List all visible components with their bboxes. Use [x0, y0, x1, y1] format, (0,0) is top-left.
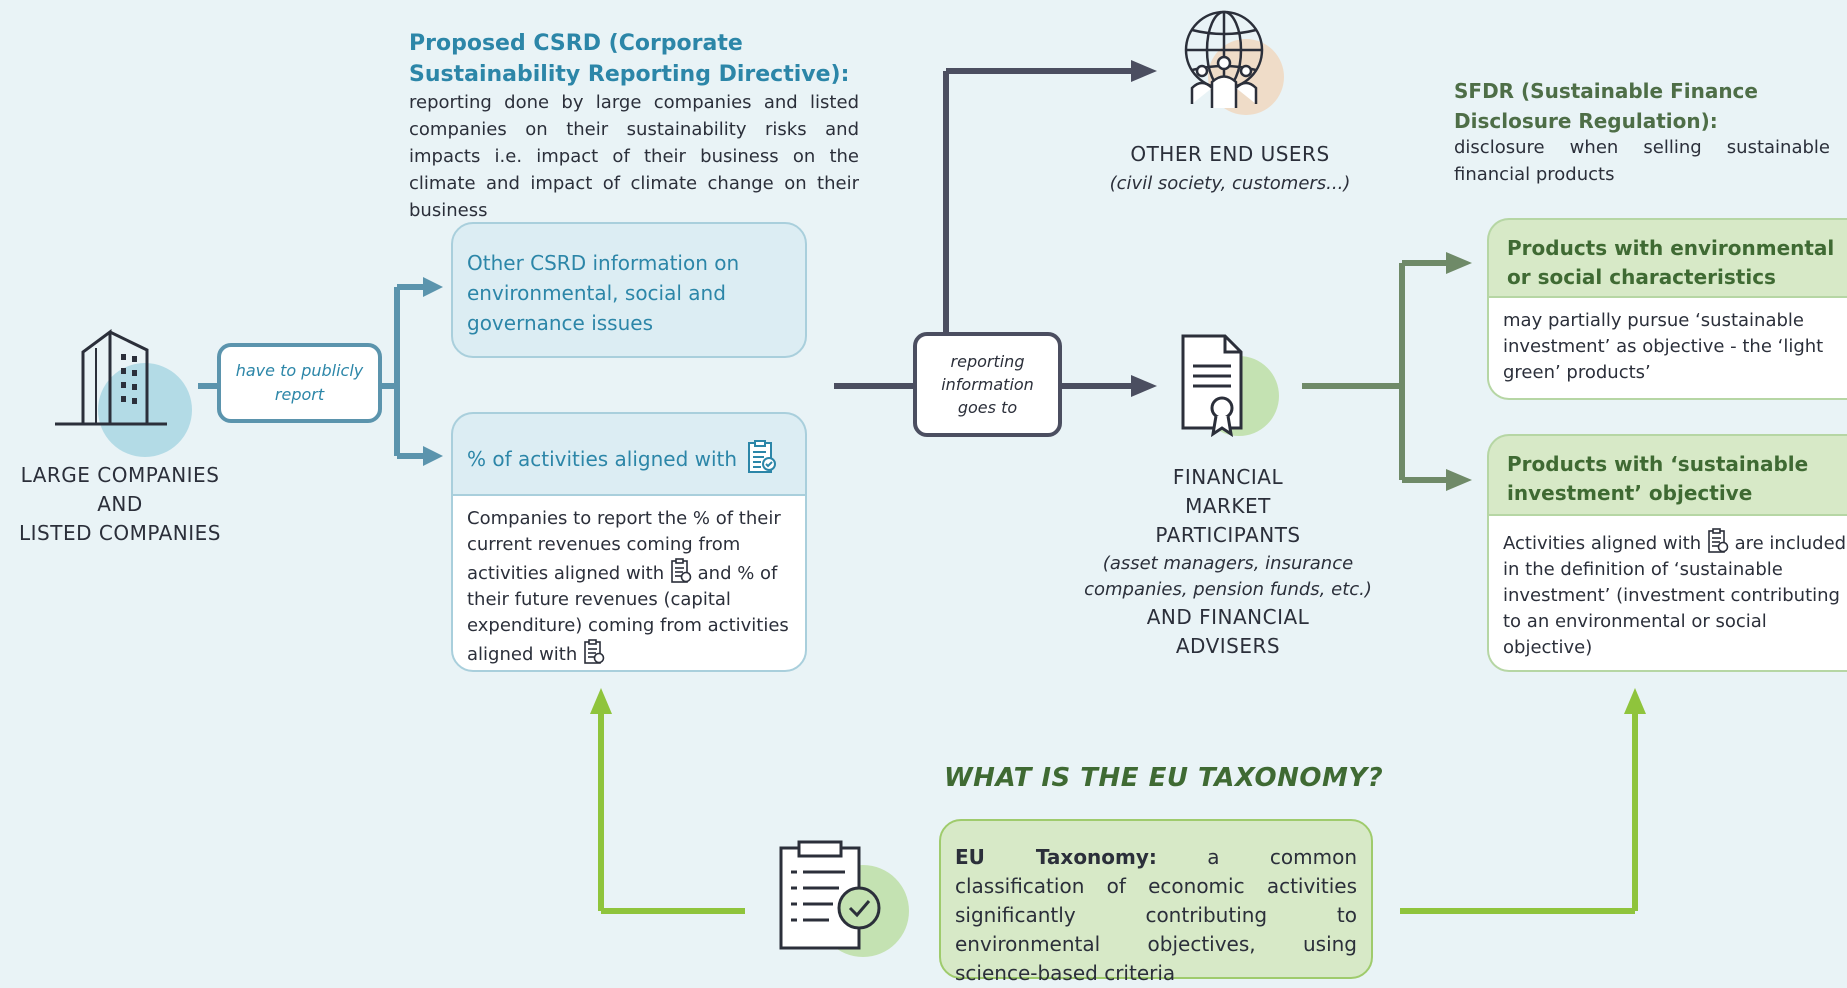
products-sust-header: Products with ‘sustainable investment’ o… — [1487, 434, 1847, 516]
globe-people-icon — [1180, 8, 1290, 123]
arrow-to-products-sust — [1446, 469, 1472, 491]
aligned-activities-box: % of activities aligned with Companies t… — [451, 412, 807, 672]
taxonomy-lines — [598, 712, 1638, 914]
arrow-to-aligned — [423, 446, 443, 466]
taxonomy-term: EU Taxonomy: — [955, 845, 1157, 869]
fmp-label: FINANCIAL MARKET PARTICIPANTS — [1155, 465, 1301, 547]
arrow-up-to-products-sust — [1624, 688, 1646, 714]
taxonomy-clipboard-icon — [775, 838, 910, 978]
reporting-goes-to-label: reporting information goes to — [941, 352, 1034, 417]
arrow-to-end-users — [1131, 60, 1157, 82]
companies-label: LARGE COMPANIES AND LISTED COMPANIES — [19, 463, 221, 545]
arrow-to-fmp — [1131, 375, 1157, 397]
fmp-label-advisers: AND FINANCIAL ADVISERS — [1146, 605, 1310, 658]
products-env-body: may partially pursue ‘sustainable invest… — [1487, 298, 1847, 400]
other-csrd-info-text: Other CSRD information on environmental,… — [467, 251, 740, 335]
certificate-document-icon — [1175, 330, 1285, 445]
csrd-bracket — [198, 284, 425, 459]
other-end-users-subtitle: (civil society, customers...) — [1109, 173, 1351, 194]
arrow-up-to-aligned — [590, 688, 612, 714]
other-csrd-info-box: Other CSRD information on environmental,… — [451, 222, 807, 358]
have-to-report-pill: have to publicly report — [217, 343, 382, 423]
taxonomy-doc-icon — [584, 639, 605, 664]
have-to-report-label: have to publicly report — [235, 361, 364, 404]
products-env-box: Products with environmental or social ch… — [1487, 218, 1847, 400]
other-end-users-title: OTHER END USERS — [1130, 142, 1330, 166]
sfdr-description: disclosure when selling sustainable fina… — [1454, 137, 1830, 185]
products-env-header: Products with environmental or social ch… — [1487, 218, 1847, 298]
products-sust-box: Products with ‘sustainable investment’ o… — [1487, 434, 1847, 672]
reporting-line — [834, 68, 1135, 389]
taxonomy-doc-icon — [671, 558, 692, 583]
aligned-activities-header: % of activities aligned with — [451, 412, 807, 494]
csrd-title: Proposed CSRD (Corporate Sustainability … — [409, 31, 850, 87]
sfdr-bracket — [1302, 260, 1452, 483]
taxonomy-definition-box: EU Taxonomy: a common classification of … — [939, 819, 1373, 985]
arrow-to-products-env — [1446, 252, 1472, 274]
taxonomy-definition: a common classification of economic acti… — [955, 845, 1357, 985]
building-icon — [55, 328, 205, 458]
aligned-activities-body: Companies to report the % of their curre… — [451, 494, 807, 672]
arrow-to-other-csrd — [423, 277, 443, 297]
taxonomy-doc-icon — [1708, 528, 1729, 553]
csrd-description: reporting done by large companies and li… — [409, 92, 859, 221]
taxonomy-doc-icon — [748, 440, 777, 473]
sfdr-title: SFDR (Sustainable Finance Disclosure Reg… — [1454, 79, 1758, 133]
fmp-examples: (asset managers, insurance companies, pe… — [1084, 553, 1372, 600]
products-sust-body: Activities aligned with are included in … — [1487, 516, 1847, 672]
reporting-goes-to-pill: reporting information goes to — [913, 332, 1062, 437]
taxonomy-question: WHAT IS THE EU TAXONOMY? — [944, 763, 1384, 793]
